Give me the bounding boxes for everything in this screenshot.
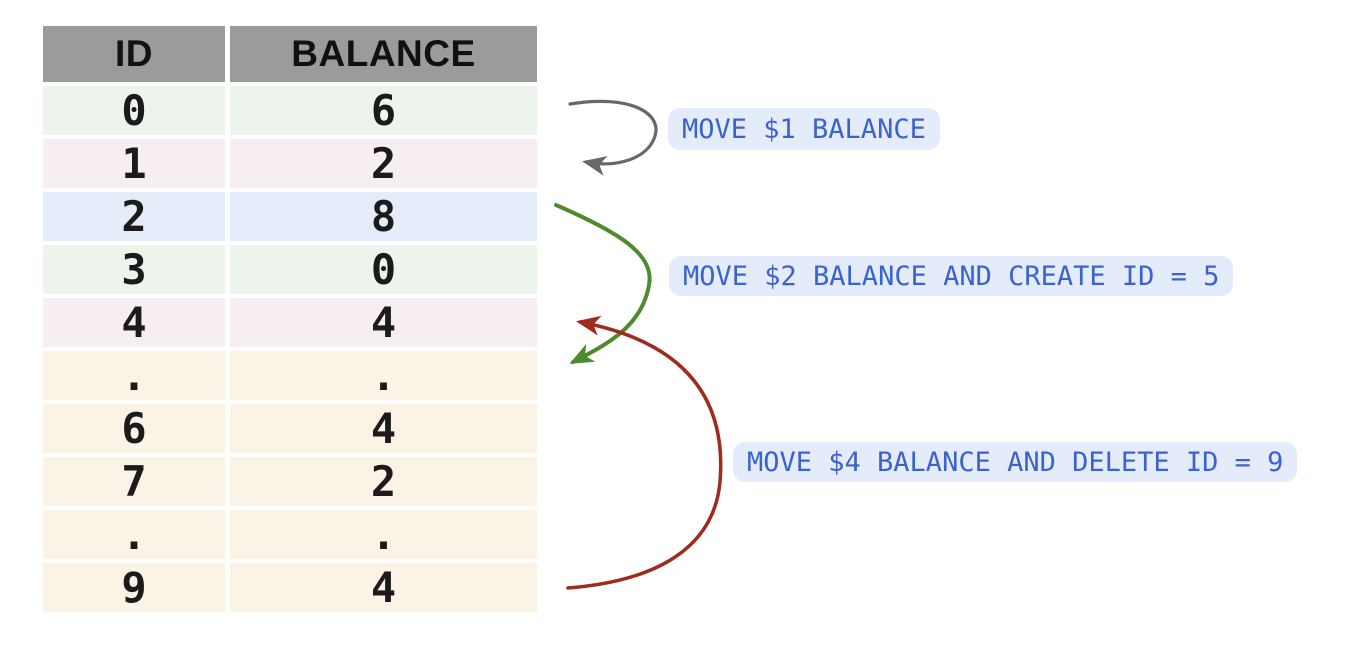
balance-cell: 4 bbox=[230, 298, 537, 347]
balance-cell: 0 bbox=[230, 245, 537, 294]
balance-cell: . bbox=[230, 351, 537, 400]
balance-cell: 4 bbox=[230, 563, 537, 612]
id-cell: 3 bbox=[43, 245, 225, 294]
balance-cell: 8 bbox=[230, 192, 537, 241]
id-cell: 0 bbox=[43, 86, 225, 135]
operation-label: MOVE $4 BALANCE AND DELETE ID = 9 bbox=[733, 442, 1298, 482]
column-header-id: ID bbox=[43, 26, 225, 82]
balance-cell: 2 bbox=[230, 457, 537, 506]
arrow-move-2-create-5 bbox=[554, 203, 652, 364]
balance-cell: 6 bbox=[230, 86, 537, 135]
id-cell: 7 bbox=[43, 457, 225, 506]
operation-label: MOVE $1 BALANCE bbox=[668, 108, 940, 150]
operation-label: MOVE $2 BALANCE AND CREATE ID = 5 bbox=[669, 256, 1234, 296]
balance-cell: . bbox=[230, 510, 537, 559]
id-cell: . bbox=[43, 510, 225, 559]
id-cell: 1 bbox=[43, 139, 225, 188]
arrow-move-4-delete-9 bbox=[566, 315, 723, 590]
balance-cell: 4 bbox=[230, 404, 537, 453]
arrow-move-1-balance bbox=[568, 99, 658, 176]
id-cell: 9 bbox=[43, 563, 225, 612]
id-cell: . bbox=[43, 351, 225, 400]
id-cell: 6 bbox=[43, 404, 225, 453]
column-header-balance: BALANCE bbox=[230, 26, 537, 82]
id-cell: 4 bbox=[43, 298, 225, 347]
balance-cell: 2 bbox=[230, 139, 537, 188]
id-cell: 2 bbox=[43, 192, 225, 241]
